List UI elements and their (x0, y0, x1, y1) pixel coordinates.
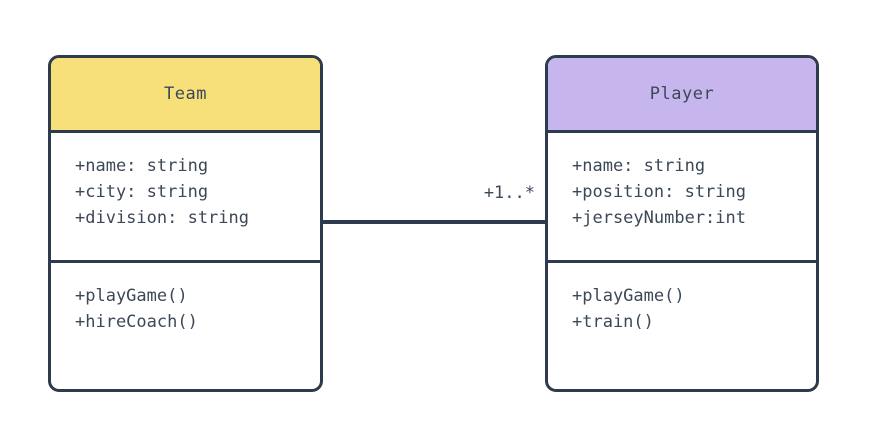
class-methods-player: +playGame() +train() (548, 263, 816, 389)
association-line-team-player (320, 220, 547, 224)
method-row: +hireCoach() (75, 312, 198, 332)
attribute-row: +name: string (572, 156, 706, 176)
attribute-row: +division: string (75, 208, 249, 228)
class-title-team: Team (164, 84, 207, 104)
attribute-row: +city: string (75, 182, 209, 202)
class-header-player: Player (548, 58, 816, 133)
multiplicity-label: +1..* (483, 183, 535, 203)
method-row: +playGame() (572, 286, 685, 306)
method-row: +playGame() (75, 286, 188, 306)
class-header-team: Team (51, 58, 320, 133)
method-row: +train() (572, 312, 654, 332)
class-attributes-team: +name: string +city: string +division: s… (51, 133, 320, 263)
class-box-team[interactable]: Team +name: string +city: string +divisi… (48, 55, 323, 392)
class-attributes-player: +name: string +position: string +jerseyN… (548, 133, 816, 263)
attribute-row: +name: string (75, 156, 209, 176)
attribute-row: +position: string (572, 182, 746, 202)
class-title-player: Player (649, 84, 715, 104)
class-methods-team: +playGame() +hireCoach() (51, 263, 320, 389)
class-box-player[interactable]: Player +name: string +position: string +… (545, 55, 819, 392)
attribute-row: +jerseyNumber:int (572, 208, 746, 228)
